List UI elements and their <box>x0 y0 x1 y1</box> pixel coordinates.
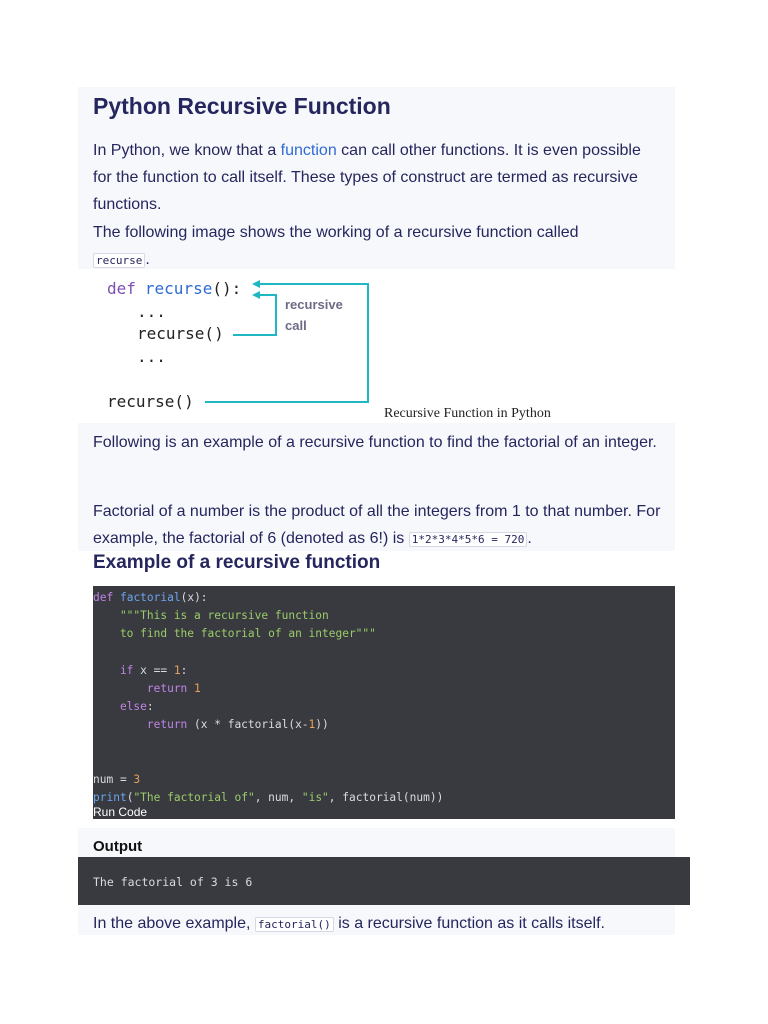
inner-arrow-line <box>233 294 277 336</box>
recurse-inline-code: recurse <box>93 253 146 268</box>
conclusion-text-1: In the above example, <box>93 915 255 932</box>
function-link[interactable]: function <box>280 142 337 159</box>
run-code-link[interactable]: Run Code <box>93 805 148 819</box>
diagram-caption: Recursive Function in Python <box>384 406 551 421</box>
code-listing[interactable]: def factorial(x): """This is a recursive… <box>93 591 444 805</box>
output-text: The factorial of 3 is 6 <box>93 875 253 889</box>
outer-arrow-head <box>252 280 260 288</box>
example-heading: Example of a recursive function <box>93 552 381 573</box>
factorial-definition-text: Factorial of a number is the product of … <box>93 503 661 547</box>
recursive-call-label-1: recursive <box>285 297 343 312</box>
output-label: Output <box>93 838 143 855</box>
output-panel <box>78 828 675 858</box>
diagram-ellipsis-2: ... <box>137 347 166 366</box>
intro-paragraph: In Python, we know that a function can c… <box>93 137 663 218</box>
output-block: The factorial of 3 is 6 <box>78 857 690 905</box>
diagram-ellipsis-1: ... <box>137 302 166 321</box>
diagram-outer-call: recurse() <box>107 392 194 411</box>
intro-text-1: In Python, we know that a <box>93 142 281 159</box>
recursive-call-label-2: call <box>285 318 307 333</box>
intro-panel <box>78 87 675 269</box>
factorial-definition-end: . <box>527 530 532 547</box>
factorial-intro-paragraph: Following is an example of a recursive f… <box>93 429 663 456</box>
inner-arrow-head <box>252 291 260 299</box>
intro-text-2: can call other functions. It is even pos… <box>93 142 641 213</box>
outer-arrow-line <box>205 283 369 403</box>
conclusion-panel <box>78 905 675 935</box>
factorial-intro-text: Following is an example of a recursive f… <box>93 434 657 451</box>
factorial-definition-paragraph: Factorial of a number is the product of … <box>93 498 663 553</box>
factorial-720-inline-code: 1*2*3*4*5*6 = 720 <box>408 532 528 547</box>
intro-text-4: . <box>145 251 150 268</box>
conclusion-text-2: is a recursive function as it calls itse… <box>333 915 605 932</box>
page-title: Python Recursive Function <box>93 93 391 119</box>
conclusion-paragraph: In the above example, factorial() is a r… <box>93 910 605 938</box>
factorial-inline-code: factorial() <box>254 917 334 932</box>
factorial-panel <box>78 423 675 551</box>
diagram-inner-call: recurse() <box>137 324 224 343</box>
intro-paragraph-2: The following image shows the working of… <box>93 219 583 274</box>
code-block[interactable]: def factorial(x): """This is a recursive… <box>93 586 675 819</box>
recursion-arrows <box>205 283 369 403</box>
intro-text-3: The following image shows the working of… <box>93 224 579 241</box>
